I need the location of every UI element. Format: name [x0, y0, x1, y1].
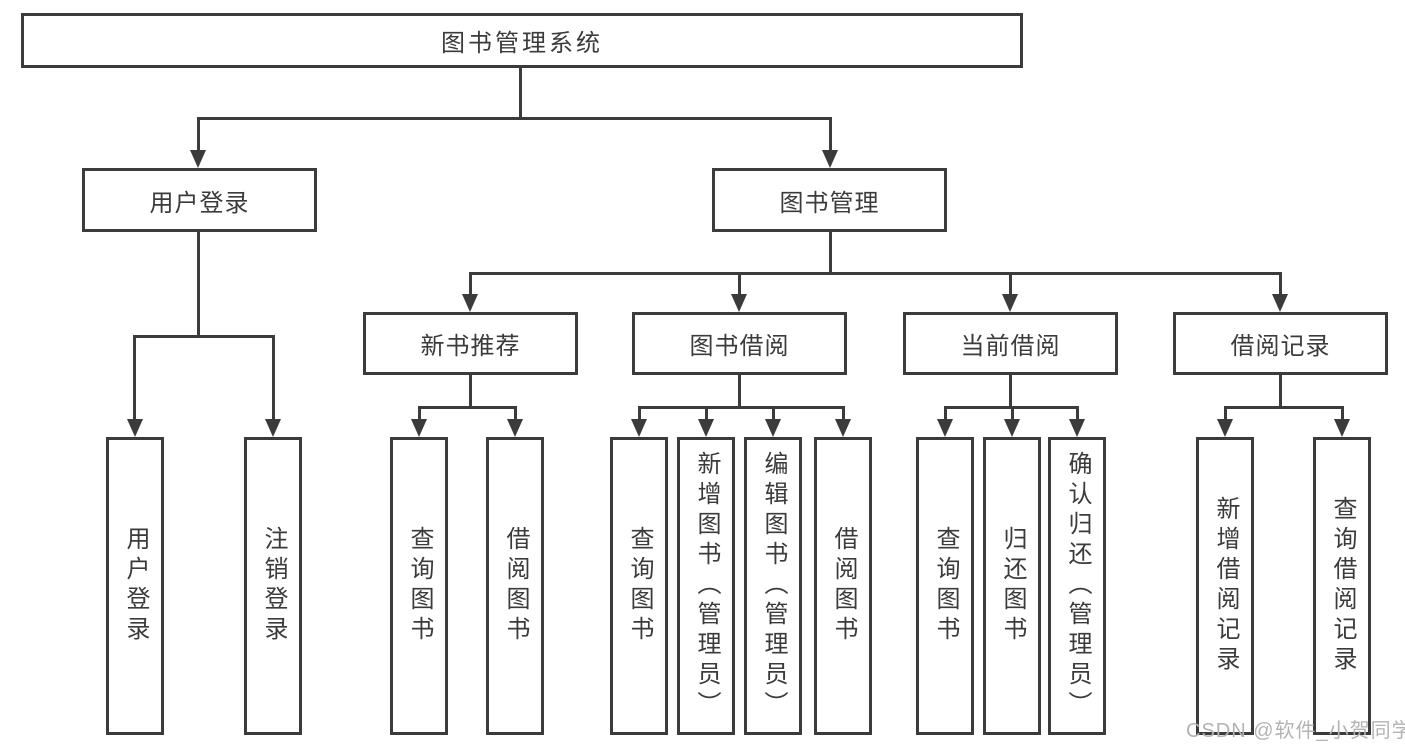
connector-line — [1224, 406, 1344, 409]
connector-line — [197, 117, 832, 120]
connector-line — [418, 406, 421, 422]
leaf-confirm-return-admin: 确认归还（管理员） — [1048, 437, 1106, 735]
watermark: CSDN @软件_小贺同学 — [1186, 720, 1405, 742]
arrow-down-icon — [190, 150, 206, 168]
connector-line — [133, 335, 275, 338]
connector-line — [1009, 272, 1012, 297]
connector-line — [133, 335, 136, 421]
node-label: 当前借阅 — [960, 333, 1061, 360]
arrow-down-icon — [462, 294, 478, 312]
arrow-down-icon — [1004, 419, 1020, 437]
arrow-down-icon — [411, 419, 427, 437]
leaf-query-books-current: 查询图书 — [916, 437, 974, 735]
connector-line — [1279, 375, 1282, 409]
node-label: 借阅图书 — [502, 526, 529, 646]
connector-line — [738, 375, 741, 409]
connector-line — [514, 406, 517, 422]
leaf-logout: 注销登录 — [244, 437, 302, 735]
node-label: 确认归还（管理员） — [1064, 451, 1091, 721]
node-book-management: 图书管理 — [712, 168, 947, 232]
node-label: 新书推荐 — [420, 333, 521, 360]
arrow-down-icon — [1002, 294, 1018, 312]
leaf-edit-book-admin: 编辑图书（管理员） — [744, 437, 802, 735]
connector-line — [418, 406, 517, 409]
node-label: 借阅记录 — [1230, 333, 1331, 360]
arrow-down-icon — [1334, 419, 1350, 437]
node-label: 查询借阅记录 — [1329, 496, 1356, 676]
node-user-login: 用户登录 — [82, 168, 317, 232]
leaf-add-book-admin: 新增图书（管理员） — [677, 437, 735, 735]
connector-line — [197, 232, 200, 338]
leaf-query-books-borrowing: 查询图书 — [610, 437, 668, 735]
arrow-down-icon — [127, 419, 143, 437]
connector-line — [1224, 406, 1227, 422]
node-label: 编辑图书（管理员） — [760, 451, 787, 721]
connector-line — [197, 117, 200, 153]
arrow-down-icon — [265, 419, 281, 437]
node-label: 图书借阅 — [689, 333, 790, 360]
leaf-return-books: 归还图书 — [983, 437, 1041, 735]
node-label: 新增借阅记录 — [1212, 496, 1239, 676]
arrow-down-icon — [731, 294, 747, 312]
leaf-add-borrow-record: 新增借阅记录 — [1196, 437, 1254, 735]
connector-line — [1279, 272, 1282, 297]
leaf-user-login: 用户登录 — [106, 437, 164, 735]
connector-line — [1011, 406, 1014, 422]
connector-line — [1076, 406, 1079, 422]
node-label: 归还图书 — [999, 526, 1026, 646]
node-label: 用户登录 — [149, 189, 250, 217]
leaf-borrow-books-borrowing: 借阅图书 — [814, 437, 872, 735]
node-label: 查询图书 — [932, 526, 959, 646]
connector-line — [1009, 375, 1012, 409]
node-library-management-system: 图书管理系统 — [21, 13, 1023, 68]
connector-line — [469, 272, 1282, 275]
connector-line — [738, 272, 741, 297]
connector-line — [772, 406, 775, 422]
node-current-borrowing: 当前借阅 — [903, 312, 1118, 375]
leaf-query-books-recommend: 查询图书 — [390, 437, 448, 735]
arrow-down-icon — [1272, 294, 1288, 312]
leaf-query-borrow-record: 查询借阅记录 — [1313, 437, 1371, 735]
connector-line — [272, 335, 275, 421]
connector-line — [638, 406, 641, 422]
node-book-borrowing: 图书借阅 — [632, 312, 847, 375]
arrow-down-icon — [835, 419, 851, 437]
connector-line — [1341, 406, 1344, 422]
connector-line — [469, 272, 472, 297]
connector-line — [829, 117, 832, 153]
arrow-down-icon — [1069, 419, 1085, 437]
arrow-down-icon — [698, 419, 714, 437]
arrow-down-icon — [1217, 419, 1233, 437]
arrow-down-icon — [765, 419, 781, 437]
connector-line — [519, 68, 522, 120]
arrow-down-icon — [631, 419, 647, 437]
node-label: 用户登录 — [122, 526, 149, 646]
connector-line — [829, 232, 832, 275]
connector-line — [705, 406, 708, 422]
node-label: 查询图书 — [406, 526, 433, 646]
node-label: 图书管理 — [779, 189, 880, 217]
connector-line — [469, 375, 472, 409]
connector-line — [944, 406, 947, 422]
arrow-down-icon — [937, 419, 953, 437]
node-new-book-recommend: 新书推荐 — [363, 312, 578, 375]
connector-line — [842, 406, 845, 422]
node-label: 图书管理系统 — [441, 30, 603, 57]
node-borrow-records: 借阅记录 — [1173, 312, 1388, 375]
arrow-down-icon — [507, 419, 523, 437]
connector-line — [638, 406, 845, 409]
leaf-borrow-books-recommend: 借阅图书 — [486, 437, 544, 735]
node-label: 新增图书（管理员） — [693, 451, 720, 721]
node-label: 借阅图书 — [830, 526, 857, 646]
node-label: 查询图书 — [626, 526, 653, 646]
arrow-down-icon — [822, 150, 838, 168]
node-label: 注销登录 — [260, 526, 287, 646]
